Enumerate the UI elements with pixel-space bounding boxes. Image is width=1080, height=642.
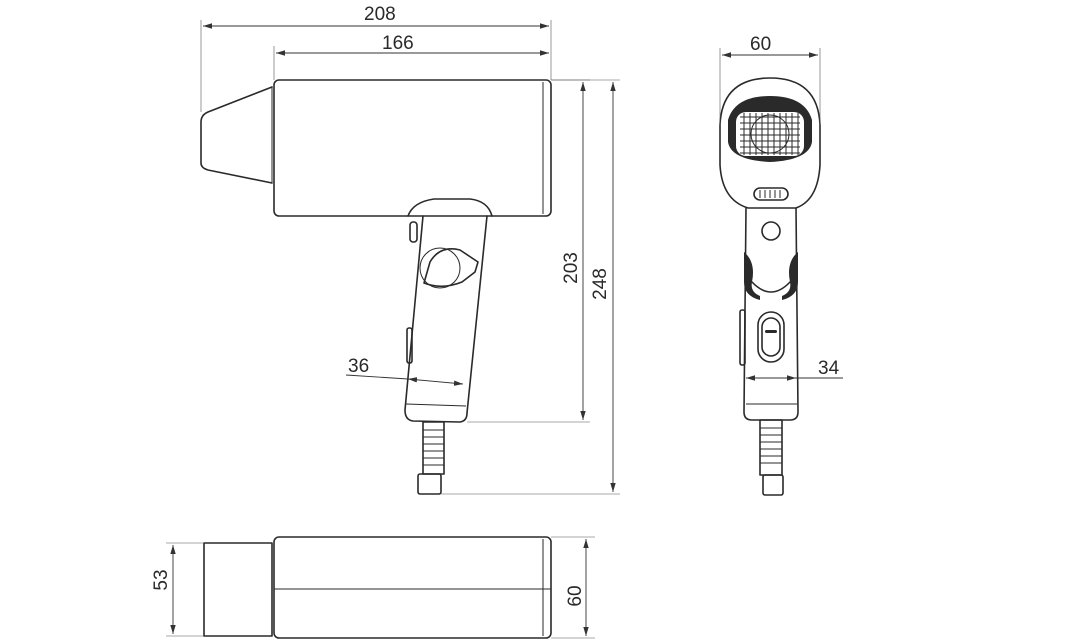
side-view (200, 79, 552, 495)
dim-label-60-top: 60 (750, 34, 771, 55)
dim-label-248: 248 (590, 268, 611, 300)
dim-label-203: 203 (561, 252, 582, 284)
dim-label-34: 34 (818, 358, 840, 379)
front-pivot-button (761, 221, 781, 241)
dim-208: 208 (200, 4, 552, 112)
dim-label-60-side: 60 (565, 585, 586, 606)
dim-34: 34 (746, 358, 843, 381)
front-grille (740, 113, 800, 155)
dim-203: 203 (467, 79, 590, 423)
front-vent (753, 187, 789, 201)
top-body (273, 536, 552, 639)
dim-36: 36 (345, 356, 464, 386)
dim-label-208: 208 (364, 4, 396, 25)
side-neck (407, 198, 493, 217)
side-switch (406, 327, 413, 364)
front-cord (759, 419, 784, 496)
side-cord (417, 421, 445, 495)
dim-166: 166 (273, 33, 549, 80)
side-nozzle (200, 86, 273, 184)
side-button (409, 221, 418, 243)
dim-label-36: 36 (348, 356, 369, 377)
front-head (719, 77, 821, 209)
top-nozzle (203, 542, 273, 637)
side-handle (404, 215, 488, 423)
dim-248: 248 (441, 79, 620, 495)
dim-label-166: 166 (382, 33, 414, 54)
front-switch (757, 311, 785, 363)
dim-53: 53 (151, 542, 204, 637)
front-view (719, 77, 821, 496)
top-view (203, 536, 552, 639)
side-hinge (423, 248, 479, 288)
dim-60-top: 60 (719, 34, 821, 125)
dim-60-side: 60 (551, 536, 595, 639)
dim-label-53: 53 (151, 569, 172, 590)
side-body (273, 79, 552, 217)
